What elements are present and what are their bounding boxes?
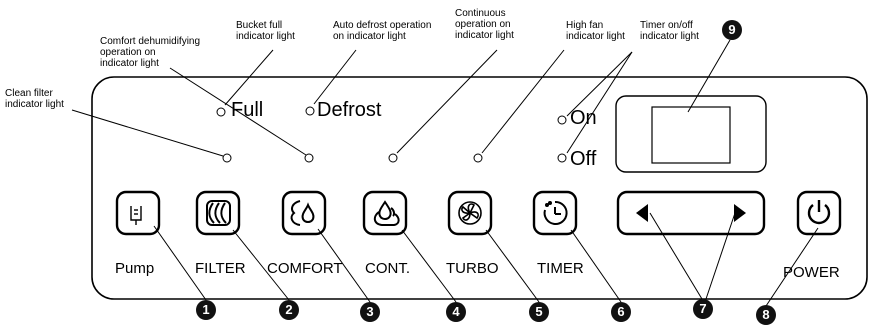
bucket-full-annotation: Bucket full indicator light <box>236 20 295 42</box>
continuous-annotation: Continuous operation on indicator light <box>455 8 514 41</box>
comfort-icon <box>290 200 315 226</box>
display-screen <box>651 106 731 164</box>
cont-label: CONT. <box>365 260 410 277</box>
high-fan-indicator-light <box>473 153 483 163</box>
callout-3: 3 <box>360 302 380 322</box>
callout-6: 6 <box>611 302 631 322</box>
comfort-button <box>281 190 327 236</box>
arrows-button <box>616 190 766 236</box>
leader-lines <box>71 39 731 157</box>
off-label: Off <box>570 148 597 170</box>
on-label: On <box>570 107 597 129</box>
filter-label: FILTER <box>195 260 246 277</box>
callout-4: 4 <box>446 302 466 322</box>
defrost-indicator-light <box>305 106 315 116</box>
callout-7: 7 <box>693 299 713 319</box>
callout-1: 1 <box>196 300 216 320</box>
comfort-label: COMFORT <box>267 260 343 277</box>
pump-label: Pump <box>115 260 155 277</box>
callout-8: 8 <box>756 305 776 325</box>
power-icon <box>807 200 831 225</box>
auto-defrost-annotation: Auto defrost operation on indicator ligh… <box>333 20 432 42</box>
pump-button <box>115 190 161 236</box>
cont-button <box>362 190 408 236</box>
power-button <box>796 190 842 236</box>
turbo-label: TURBO <box>446 260 499 277</box>
fan-icon <box>458 201 482 225</box>
panel-outline <box>91 76 868 300</box>
comfort-indicator-light <box>304 153 314 163</box>
callout-9: 9 <box>722 20 742 40</box>
callout-lines <box>153 212 819 307</box>
filter-icon <box>206 200 231 226</box>
filter-button <box>195 190 241 236</box>
clean-filter-annotation: Clean filter indicator light <box>5 88 64 110</box>
clean-filter-indicator-light <box>222 153 232 163</box>
timer-icon <box>543 200 568 225</box>
high-fan-annotation: High fan indicator light <box>566 20 625 42</box>
pump-icon <box>130 206 142 225</box>
timer-off-indicator-light <box>557 153 567 163</box>
power-label: POWER <box>783 264 840 281</box>
callout-2: 2 <box>279 300 299 320</box>
display-frame <box>615 95 767 173</box>
full-indicator-light <box>216 107 226 117</box>
continuous-indicator-light <box>388 153 398 163</box>
full-label: Full <box>231 99 264 121</box>
timer-on-indicator-light <box>557 115 567 125</box>
continuous-icon <box>373 200 400 226</box>
timer-annotation: Timer on/off indicator light <box>640 20 699 42</box>
left-right-arrows-icon <box>636 204 746 222</box>
defrost-label: Defrost <box>317 99 382 121</box>
timer-label: TIMER <box>537 260 584 277</box>
comfort-annotation: Comfort dehumidifying operation on indic… <box>100 36 201 69</box>
callout-5: 5 <box>529 302 549 322</box>
turbo-button <box>447 190 493 236</box>
timer-button <box>532 190 578 236</box>
